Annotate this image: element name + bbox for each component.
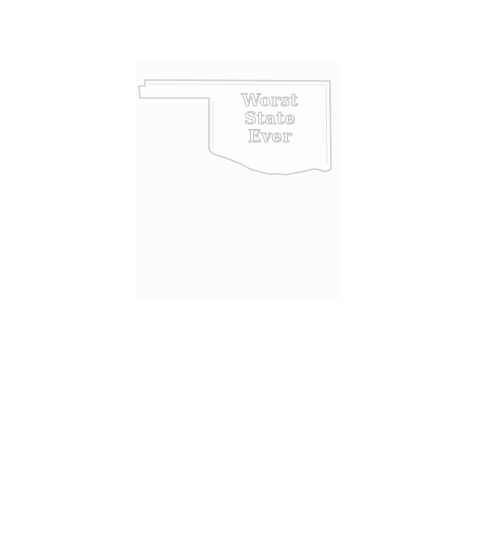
state-inner-line <box>147 83 328 165</box>
state-shape <box>138 79 332 176</box>
slogan-text: Worst State Ever <box>228 91 312 147</box>
slogan-line-1: Worst <box>241 91 299 111</box>
slogan-line-2: State <box>244 109 296 129</box>
slogan-line-3: Ever <box>248 127 293 147</box>
